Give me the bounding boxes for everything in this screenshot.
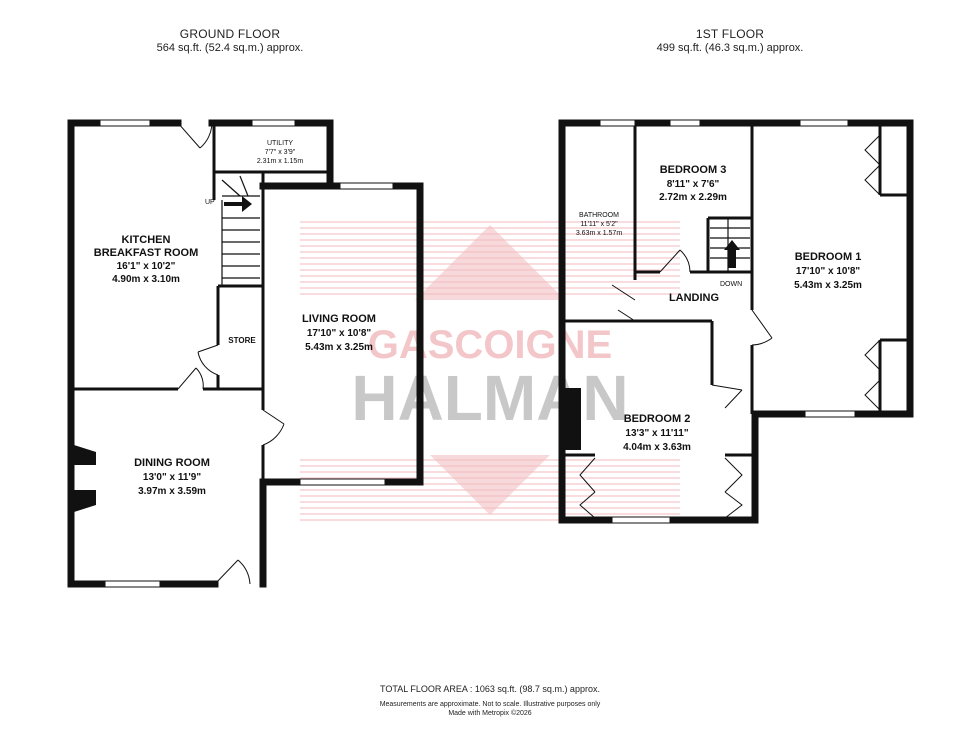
dining-imperial: 13'0" x 11'9" [143, 472, 201, 483]
ground-stairs [221, 175, 260, 286]
room-bedroom3: BEDROOM 3 8'11" x 7'6" 2.72m x 2.29m [659, 164, 727, 203]
bedroom3-metric: 2.72m x 2.29m [659, 192, 727, 203]
ground-floor-header: GROUND FLOOR 564 sq.ft. (52.4 sq.m.) app… [130, 27, 330, 55]
bedroom2-imperial: 13'3" x 11'11" [625, 428, 688, 439]
landing-name: LANDING [669, 292, 719, 304]
ground-floor-internal-walls [71, 123, 330, 482]
bedroom1-imperial: 17'10" x 10'8" [796, 266, 861, 277]
total-floor-area: TOTAL FLOOR AREA : 1063 sq.ft. (98.7 sq.… [380, 684, 600, 694]
up-arrow-icon [224, 196, 252, 212]
utility-metric: 2.31m x 1.15m [257, 158, 303, 165]
room-dining: DINING ROOM 13'0" x 11'9" 3.97m x 3.59m [134, 457, 210, 497]
first-floor-header: 1ST FLOOR 499 sq.ft. (46.3 sq.m.) approx… [630, 27, 830, 55]
room-bedroom1: BEDROOM 1 17'10" x 10'8" 5.43m x 3.25m [794, 251, 862, 291]
footer-notes: Measurements are approximate. Not to sca… [0, 700, 980, 718]
watermark: GASCOIGNE HALMAN [300, 221, 680, 521]
ground-floor-area: 564 sq.ft. (52.4 sq.m.) approx. [156, 42, 304, 54]
living-name: LIVING ROOM [302, 313, 376, 325]
kitchen-imperial: 16'1" x 10'2" [117, 261, 176, 272]
ground-windows [99, 119, 394, 588]
first-floor-area: 499 sq.ft. (46.3 sq.m.) approx. [656, 42, 804, 54]
room-kitchen: KITCHEN BREAKFAST ROOM 16'1" x 10'2" 4.9… [94, 234, 199, 285]
bathroom-name: BATHROOM [579, 212, 619, 219]
watermark-roof-triangle [415, 225, 565, 300]
kitchen-name-line1: KITCHEN [122, 234, 171, 246]
bedroom2-chimney [565, 388, 581, 450]
first-floor-title: 1ST FLOOR [695, 27, 765, 41]
down-arrow-icon [724, 240, 740, 268]
store-name: STORE [228, 336, 256, 345]
bedroom1-metric: 5.43m x 3.25m [794, 280, 862, 291]
first-floor-internal-walls [562, 123, 910, 457]
bathroom-metric: 3.63m x 1.57m [576, 230, 622, 237]
stairs-up-label: UP [205, 199, 215, 206]
room-bedroom2: BEDROOM 2 13'3" x 11'11" 4.04m x 3.63m [623, 413, 691, 453]
dining-fireplace [74, 445, 96, 512]
kitchen-name-line2: BREAKFAST ROOM [94, 247, 199, 259]
bedroom2-name: BEDROOM 2 [624, 413, 691, 425]
metropix-credit: Made with Metropix ©2026 [448, 710, 532, 717]
bedroom3-imperial: 8'11" x 7'6" [667, 179, 720, 190]
dining-metric: 3.97m x 3.59m [138, 486, 206, 497]
kitchen-metric: 4.90m x 3.10m [112, 274, 180, 285]
bedroom2-metric: 4.04m x 3.63m [623, 442, 691, 453]
room-bathroom: BATHROOM 11'11" x 5'2" 3.63m x 1.57m [576, 212, 622, 237]
bedroom1-name: BEDROOM 1 [795, 251, 862, 263]
ground-doors [177, 122, 285, 585]
first-windows [599, 119, 856, 524]
watermark-lower-triangle [430, 455, 550, 515]
ground-floor-walls [67, 119, 424, 588]
room-utility: UTILITY 7'7" x 3'9" 2.31m x 1.15m [257, 140, 303, 165]
utility-name: UTILITY [267, 140, 293, 147]
living-imperial: 17'10" x 10'8" [307, 328, 372, 339]
ground-floor-title: GROUND FLOOR [179, 27, 281, 41]
living-metric: 5.43m x 3.25m [305, 342, 373, 353]
dining-name: DINING ROOM [134, 457, 210, 469]
bedroom3-name: BEDROOM 3 [660, 164, 727, 176]
stairs-down-label: DOWN [720, 281, 742, 288]
watermark-line1: GASCOIGNE [368, 323, 612, 367]
watermark-line2: HALMAN [351, 362, 628, 434]
utility-imperial: 7'7" x 3'9" [265, 149, 296, 156]
room-living: LIVING ROOM 17'10" x 10'8" 5.43m x 3.25m [302, 313, 376, 353]
disclaimer-note: Measurements are approximate. Not to sca… [379, 701, 601, 708]
first-doors [579, 134, 881, 519]
bathroom-imperial: 11'11" x 5'2" [580, 221, 618, 228]
